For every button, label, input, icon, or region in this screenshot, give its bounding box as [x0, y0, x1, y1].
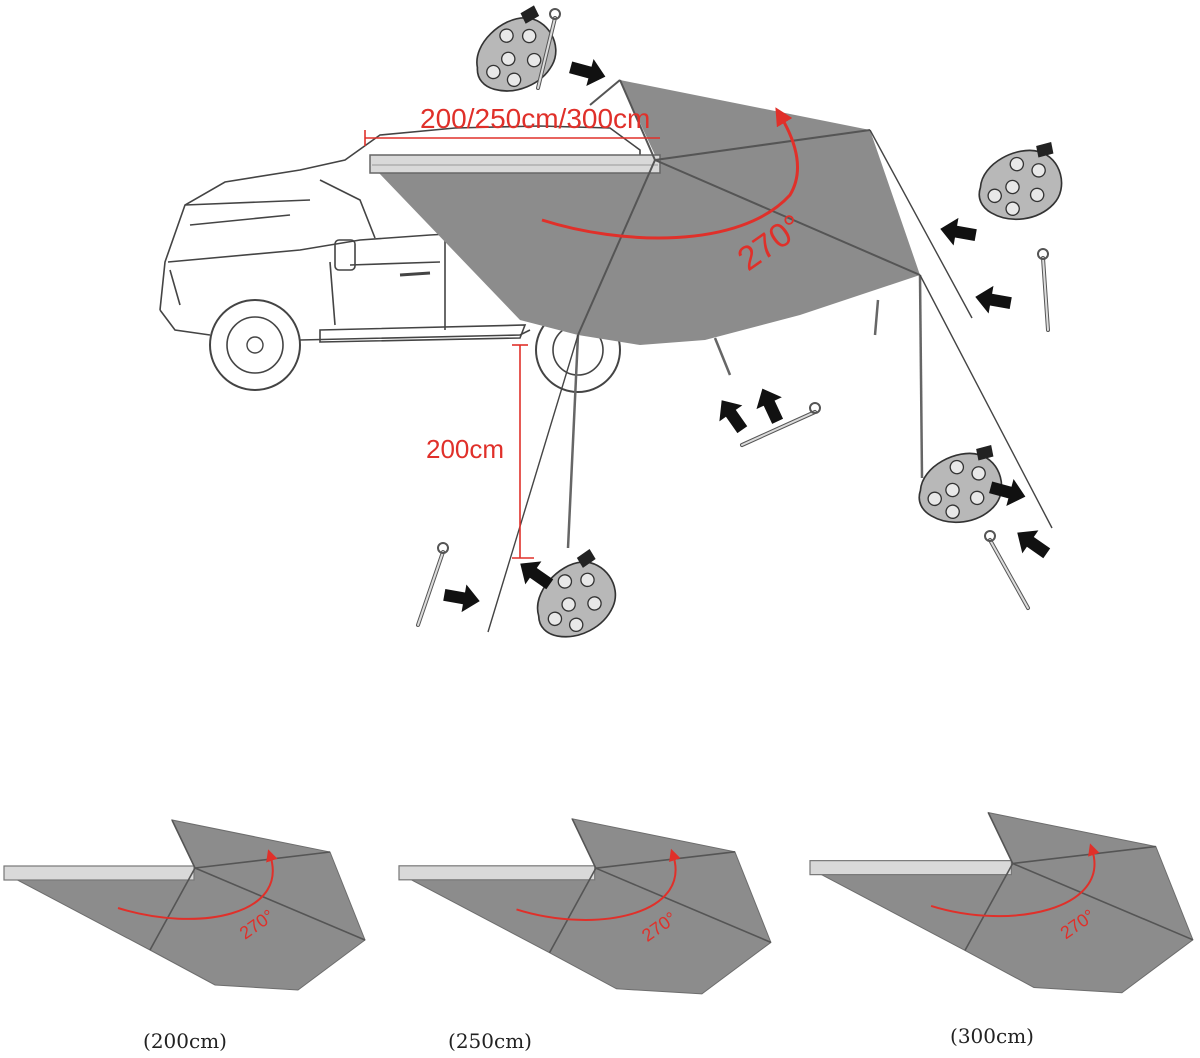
variant-canopy: [812, 811, 1194, 994]
tent-peg: [984, 530, 1030, 610]
variant-rotation-arc: [117, 849, 278, 920]
awning-variant: 270°(300cm): [809, 811, 1194, 1048]
arrow-icon: [756, 388, 784, 424]
variant-canopy: [6, 819, 366, 991]
variant-size-label: (300cm): [950, 1024, 1034, 1048]
direction-arrows: [443, 58, 1051, 613]
sandbag-anchor: [918, 445, 1003, 523]
variant-case: [809, 860, 1012, 876]
arrow-icon: [569, 58, 606, 87]
tent-peg: [416, 542, 449, 627]
tent-peg: [1037, 248, 1050, 332]
size-variants: 270°(200cm)270°(250cm)270°(300cm): [3, 811, 1194, 1053]
variant-frame-arm: [595, 867, 772, 944]
variant-rotation-arc: [930, 843, 1100, 918]
variant-frame-arm: [171, 819, 196, 869]
arrow-icon: [975, 285, 1012, 314]
width-dimension-label: 200/250cm/300cm: [420, 103, 650, 134]
awning-case: [369, 154, 661, 174]
arrow-icon: [520, 561, 554, 590]
tent-peg: [536, 8, 561, 90]
variant-canopy: [401, 818, 772, 995]
sandbag-anchor: [476, 5, 557, 92]
variant-frame-arm: [987, 812, 1014, 864]
width-dimension: [364, 130, 660, 146]
variant-case: [398, 865, 596, 881]
tent-peg: [740, 402, 821, 447]
sandbag-anchor: [536, 548, 617, 638]
sandbag-anchor: [978, 142, 1063, 220]
variant-frame-arm: [194, 851, 331, 869]
front-wheel: [209, 299, 301, 391]
variant-case: [3, 865, 195, 881]
variant-frame-arm: [548, 867, 597, 954]
ground-anchors: [416, 5, 1063, 638]
variant-frame-arm: [149, 867, 196, 951]
height-dimension-label: 200cm: [426, 434, 504, 464]
variant-frame-arm: [964, 863, 1014, 951]
variant-frame-arm: [1012, 862, 1194, 941]
support-poles: [566, 274, 924, 549]
variant-frame-arm: [595, 851, 735, 869]
arrow-icon: [443, 584, 480, 613]
variant-size-label: (250cm): [448, 1029, 532, 1053]
guy-lines: [487, 129, 1053, 633]
awning-canopy: [378, 80, 920, 345]
car-outline: [159, 125, 641, 343]
arrow-icon: [940, 217, 977, 246]
variant-frame-arm: [571, 818, 597, 869]
awning-variant: 270°(250cm): [398, 818, 772, 1053]
arrow-icon: [1017, 530, 1051, 559]
variant-rotation-arc: [516, 848, 681, 921]
awning-frame: [577, 79, 921, 336]
main-diagram: 200/250cm/300cm 200cm 270°: [159, 5, 1063, 638]
variant-frame-arm: [194, 867, 366, 941]
rotation-arc: [541, 107, 799, 240]
arrow-icon: [719, 400, 748, 434]
variant-frame-arm: [1012, 845, 1156, 865]
height-dimension: [512, 344, 534, 559]
variant-size-label: (200cm): [143, 1029, 227, 1053]
awning-variant: 270°(200cm): [3, 819, 366, 1053]
arrow-icon: [989, 478, 1026, 507]
